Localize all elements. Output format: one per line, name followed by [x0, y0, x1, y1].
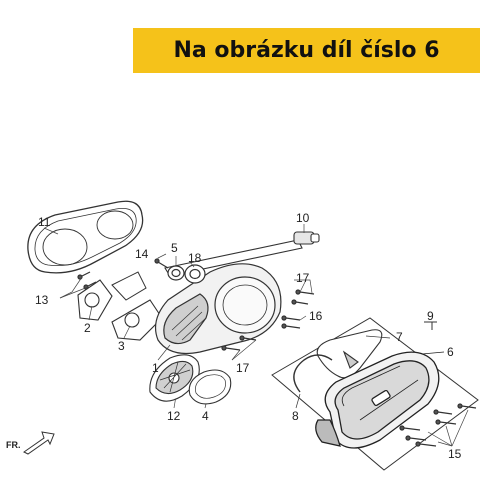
crankcase-cover-part-1: [155, 263, 282, 355]
label-part-2: 2: [84, 321, 91, 335]
inner-cover-part-7: [316, 329, 391, 379]
label-part-18: 18: [188, 251, 202, 265]
label-part-5: 5: [171, 241, 178, 255]
banner-background: [133, 28, 480, 73]
washer-part-5: [167, 265, 185, 281]
label-part-11: 11: [38, 215, 51, 229]
fan-pulley-part-12: [149, 354, 200, 402]
label-part-6: 6: [447, 345, 454, 359]
label-part-16: 16: [309, 309, 323, 323]
part-number-banner: Na obrázku díl číslo 6: [173, 38, 440, 63]
plate-part-2b: [111, 271, 147, 301]
label-part-1: 1: [152, 361, 159, 375]
label-part-3: 3: [118, 339, 125, 353]
bolts-part-15: [399, 403, 477, 447]
label-part-7: 7: [396, 330, 403, 344]
label-part-10: 10: [296, 211, 310, 225]
cap-part-4: [188, 369, 232, 405]
label-part-15: 15: [448, 447, 462, 461]
bearing-part-18: [184, 264, 206, 284]
plate-part-3: [111, 299, 163, 341]
label-part-14: 14: [135, 247, 149, 261]
label-part-9: 9: [427, 309, 434, 323]
label-part-17-upper: 17: [296, 271, 310, 285]
gasket-part-11: [27, 200, 144, 274]
bolts-part-17-upper: [291, 289, 315, 305]
label-part-13: 13: [35, 293, 49, 307]
bolt-part-14: [154, 258, 169, 269]
bolts-part-16: [281, 315, 301, 329]
label-part-12: 12: [167, 409, 181, 423]
plate-part-2: [77, 279, 113, 321]
leader-lines-15: [427, 409, 469, 447]
label-part-4: 4: [202, 409, 209, 423]
outer-cover-part-6: [315, 351, 445, 449]
label-part-8: 8: [292, 409, 299, 423]
front-direction-label: FR.: [6, 440, 21, 450]
bolts-part-17-lower: [221, 335, 257, 351]
front-direction-arrow-icon: [23, 431, 55, 455]
leader-lines: [43, 224, 313, 409]
label-part-17-lower: 17: [236, 361, 250, 375]
snap-ring-part-8: [293, 354, 333, 409]
